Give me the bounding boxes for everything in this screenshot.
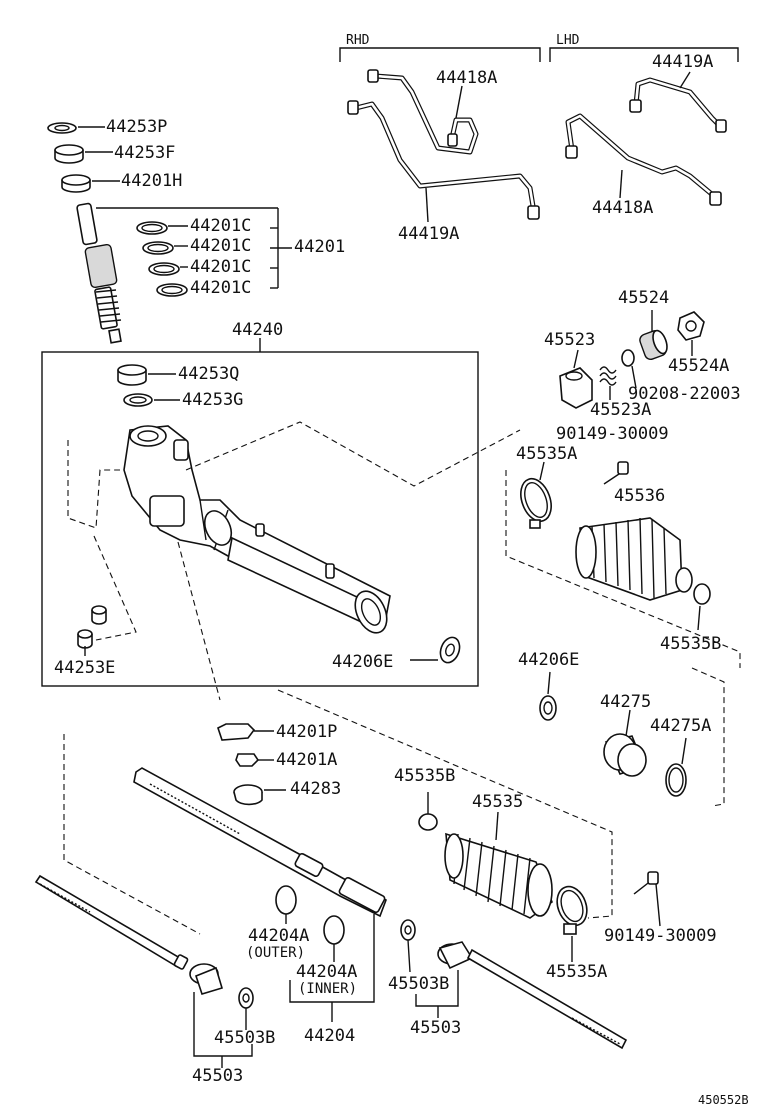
label-90149-30009-upper: 90149-30009 — [556, 424, 669, 444]
label-45503-left: 45503 — [192, 1066, 244, 1086]
label-outer: (OUTER) — [246, 945, 306, 961]
seal-44206e-inner — [410, 636, 461, 664]
section-label-lhd: LHD — [556, 33, 580, 48]
label-45536: 45536 — [614, 486, 666, 506]
label-44204: 44204 — [304, 1026, 356, 1046]
guide-45523 — [559, 349, 593, 409]
section-label-rhd: RHD — [346, 33, 370, 48]
snap-ring-44275a — [665, 737, 687, 797]
label-44201c-4: 44201C — [190, 278, 252, 298]
tube-44418a-rhd — [367, 69, 479, 155]
label-44275a: 44275A — [650, 716, 712, 736]
rack-housing — [123, 425, 391, 634]
spring-45523a — [599, 366, 617, 400]
seal-44206e-outer — [539, 671, 557, 721]
label-44275: 44275 — [600, 692, 652, 712]
label-44253g: 44253G — [182, 390, 244, 410]
label-44204a-inner: 44204A — [296, 962, 358, 982]
bolt-90149-lower — [633, 871, 661, 927]
label-44253e: 44253E — [54, 658, 116, 678]
label-45524a: 45524A — [668, 356, 730, 376]
part-44283 — [233, 784, 286, 806]
lhd-bracket — [549, 47, 739, 62]
label-45535a-lower: 45535A — [546, 962, 608, 982]
label-44201h: 44201H — [121, 171, 183, 191]
label-44418a-rhd: 44418A — [436, 68, 498, 88]
label-45524: 45524 — [618, 288, 670, 308]
label-45535b-lower: 45535B — [394, 766, 456, 786]
rhd-bracket — [339, 47, 541, 62]
label-45503-right: 45503 — [410, 1018, 462, 1038]
label-44201: 44201 — [294, 237, 346, 257]
label-44253f: 44253F — [114, 143, 176, 163]
label-44201p: 44201P — [276, 722, 338, 742]
part-44253e — [77, 605, 107, 656]
tube-44419a-lhd — [629, 77, 727, 133]
label-90149-30009-lower: 90149-30009 — [604, 926, 717, 946]
label-44201c-3: 44201C — [190, 257, 252, 277]
figure-id: 450552B — [698, 1093, 749, 1107]
part-45524 — [639, 310, 668, 360]
label-44201a: 44201A — [276, 750, 338, 770]
clamp-45535b-upper — [693, 583, 711, 631]
part-44253q — [117, 364, 176, 386]
label-45535: 45535 — [472, 792, 524, 812]
washer-45503b-left — [238, 987, 254, 1030]
ring-44204a-inner — [323, 915, 345, 962]
label-90208-22003: 90208-22003 — [628, 384, 741, 404]
tube-44418a-lhd — [565, 113, 722, 206]
tie-rod-right — [437, 941, 628, 1050]
part-44253p — [47, 122, 105, 134]
label-45535a-upper: 45535A — [516, 444, 578, 464]
label-44419a-lhd: 44419A — [652, 52, 714, 72]
assembly-44240-box — [41, 351, 479, 687]
label-44253q: 44253Q — [178, 364, 240, 384]
ring-44204a-outer — [275, 885, 297, 924]
part-44201h — [61, 174, 120, 193]
part-44201p — [217, 723, 274, 741]
clamp-45535a-lower — [556, 885, 588, 962]
part-44253f — [54, 144, 113, 164]
label-44283: 44283 — [290, 779, 342, 799]
label-44201c-1: 44201C — [190, 216, 252, 236]
label-44206e-outer: 44206E — [518, 650, 580, 670]
tie-rod-left — [34, 874, 223, 995]
label-44418a-lhd: 44418A — [592, 198, 654, 218]
label-45523: 45523 — [544, 330, 596, 350]
label-45535b-upper: 45535B — [660, 634, 722, 654]
clamp-45535a-upper — [520, 461, 552, 529]
part-44201a — [235, 753, 274, 767]
boot-45535 — [444, 811, 553, 919]
label-44201c-2: 44201C — [190, 236, 252, 256]
label-44419a-rhd: 44419A — [398, 224, 460, 244]
washer-45503b-right — [400, 919, 416, 973]
label-inner: (INNER) — [298, 981, 358, 997]
rack-bar — [133, 767, 388, 918]
label-44206e-inner: 44206E — [332, 652, 394, 672]
label-45503b-left: 45503B — [214, 1028, 276, 1048]
label-45503b-right: 45503B — [388, 974, 450, 994]
seal-rings-44201c — [136, 221, 188, 297]
label-44204a-outer: 44204A — [248, 926, 310, 946]
part-44253g — [123, 393, 180, 407]
label-44240: 44240 — [232, 320, 284, 340]
bushing-44275 — [603, 709, 647, 777]
label-45523a: 45523A — [590, 400, 652, 420]
boot-45536 — [575, 517, 693, 601]
tube-44419a-rhd — [347, 100, 540, 220]
clamp-45535b-lower — [418, 792, 438, 831]
bolt-90149-upper — [603, 461, 629, 485]
pinion-shaft — [76, 202, 122, 344]
label-44253p: 44253P — [106, 117, 168, 137]
nut-45524a — [677, 311, 705, 356]
washer-90208 — [621, 349, 637, 389]
